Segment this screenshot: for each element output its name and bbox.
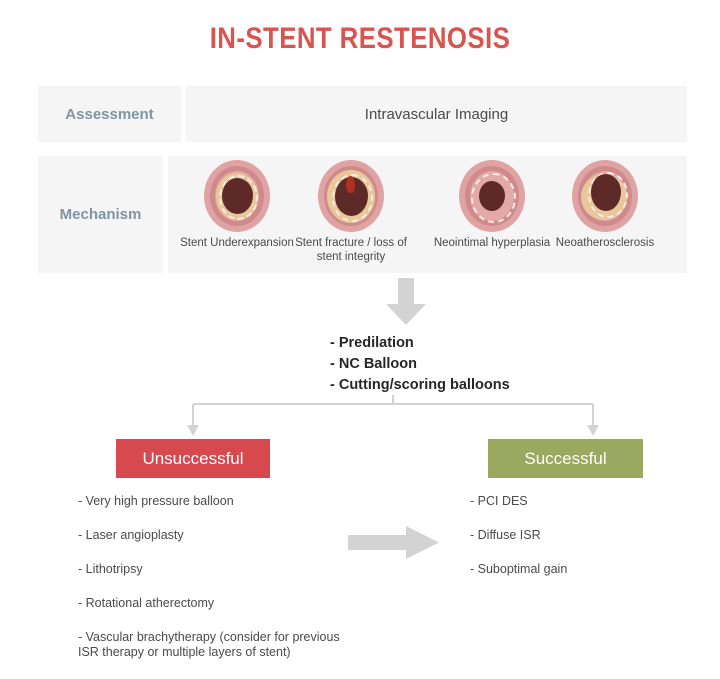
vessel-cross-section-icon: [459, 160, 525, 232]
list-item: - Lithotripsy: [78, 562, 143, 576]
successful-options-list: - PCI DES - Diffuse ISR - Suboptimal gai…: [470, 494, 670, 596]
page-title: IN-STENT RESTENOSIS: [209, 22, 511, 55]
list-item: - Very high pressure balloon: [78, 494, 234, 508]
mechanism-item-label: Stent Underexpansion: [180, 237, 294, 249]
successful-status-badge[interactable]: Successful: [488, 439, 643, 478]
unsuccessful-options-list: - Very high pressure balloon - Laser ang…: [78, 494, 378, 679]
list-item: - Suboptimal gain: [470, 562, 568, 576]
treatment-item: - Cutting/scoring balloons: [330, 377, 510, 393]
branch-connector: [187, 395, 599, 436]
vessel-cross-section-icon: [204, 160, 270, 232]
mechanism-item-neoatherosclerosis: Neoatherosclerosis: [540, 160, 670, 251]
mechanism-row-value: Stent Underexpansion Stent fracture / lo…: [168, 156, 687, 273]
mechanism-item-label: Neointimal hyperplasia: [433, 237, 551, 249]
mechanism-item-label: Stent fracture / loss of stent integrity: [295, 237, 407, 263]
mechanism-item-neointimal-hyperplasia: Neointimal hyperplasia: [427, 160, 557, 251]
unsuccessful-status-badge[interactable]: Unsuccessful: [116, 439, 270, 478]
list-item: - Laser angioplasty: [78, 528, 184, 542]
vessel-cross-section-icon: [318, 160, 384, 232]
mechanism-item-stent-underexpansion: Stent Underexpansion: [172, 160, 302, 251]
treatment-options-list: - Predilation - NC Balloon - Cutting/sco…: [330, 333, 510, 396]
right-arrow-icon: [348, 526, 439, 559]
mechanism-item-label: Neoatherosclerosis: [555, 237, 655, 249]
list-item: - Diffuse ISR: [470, 528, 541, 542]
mechanism-row-label: Mechanism: [38, 156, 163, 273]
list-item: - PCI DES: [470, 494, 528, 508]
vessel-cross-section-icon: [572, 160, 638, 232]
treatment-item: - NC Balloon: [330, 356, 417, 372]
treatment-item: - Predilation: [330, 335, 414, 351]
list-item: - Rotational atherectomy: [78, 596, 215, 610]
mechanism-item-stent-fracture: Stent fracture / loss of stent integrity: [286, 160, 416, 264]
down-arrow-icon: [386, 278, 426, 325]
assessment-row-label: Assessment: [38, 86, 181, 142]
list-item: - Vascular brachytherapy (consider for p…: [78, 630, 340, 659]
assessment-row-value: Intravascular Imaging: [186, 86, 687, 142]
